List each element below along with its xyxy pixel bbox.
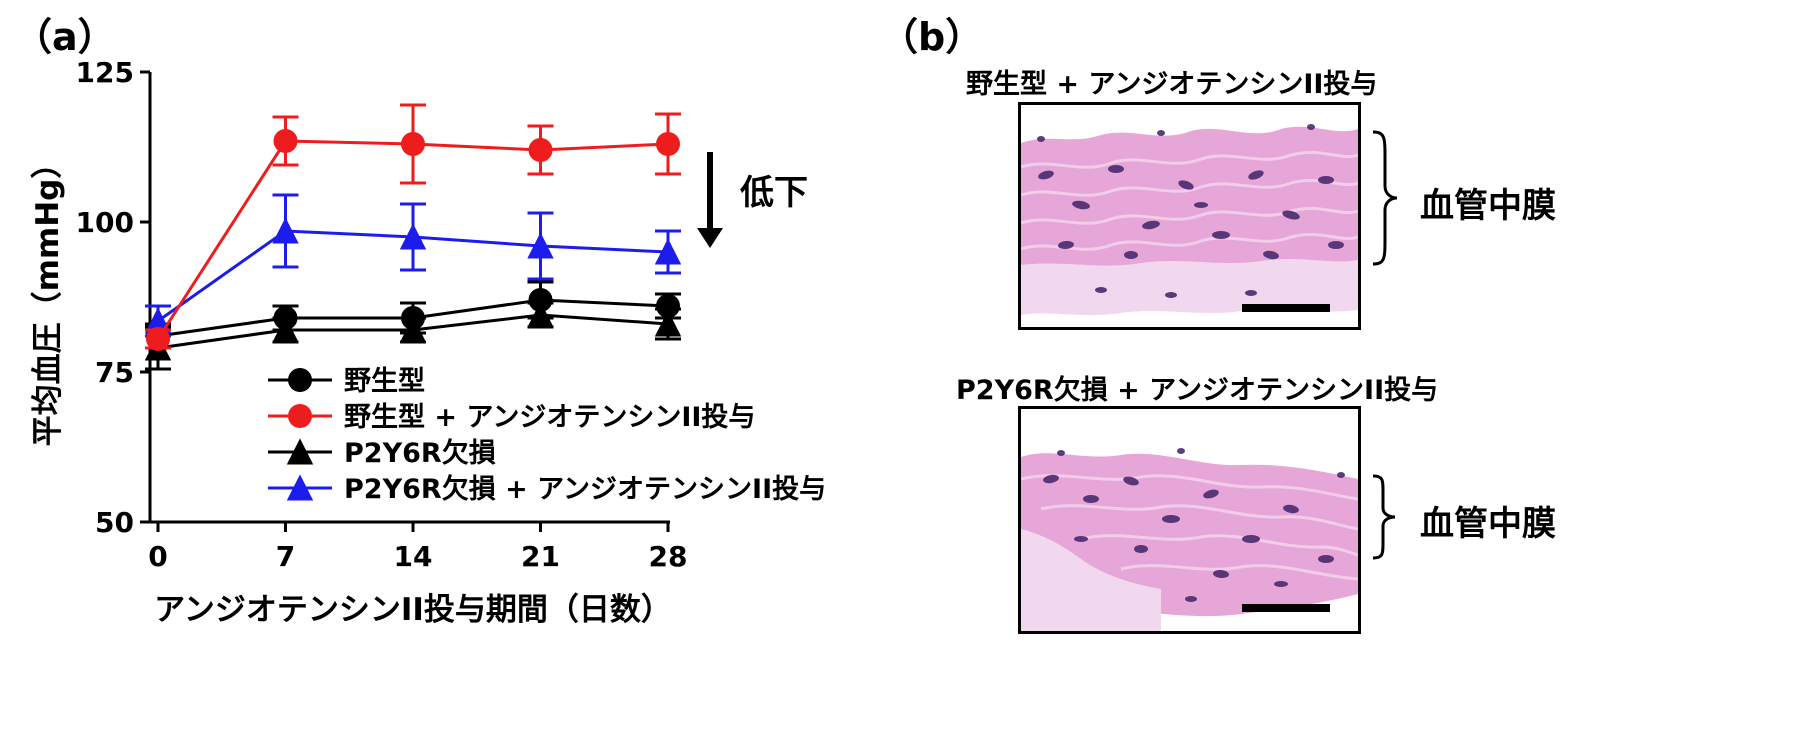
histology-title-p2y6r: P2Y6R欠損 + アンジオテンシンII投与 bbox=[956, 375, 1439, 406]
legend-entry-3: P2Y6R欠損 + アンジオテンシンII投与 bbox=[268, 473, 826, 505]
histology-image-wildtype bbox=[1018, 102, 1361, 330]
legend-label: 野生型 + アンジオテンシンII投与 bbox=[344, 402, 755, 433]
x-tick-label: 7 bbox=[276, 540, 295, 573]
y-tick-label: 50 bbox=[95, 506, 134, 539]
blood-pressure-line-chart: 50 75 100 125 0 7 14 21 28 アンジオテンシンII投与期間（日数） 平均血圧… bbox=[30, 56, 826, 628]
x-axis-label: アンジオテンシンII投与期間（日数） bbox=[154, 592, 672, 628]
x-tick-label: 28 bbox=[649, 540, 688, 573]
data-point bbox=[146, 327, 170, 351]
histology-section-wildtype bbox=[1021, 105, 1358, 327]
scale-bar-p2y6r bbox=[1242, 604, 1330, 612]
data-point bbox=[528, 138, 553, 162]
data-point bbox=[272, 316, 299, 343]
panel-a-label: （a） bbox=[14, 15, 116, 59]
legend-label: 野生型 bbox=[344, 366, 425, 397]
data-point bbox=[527, 232, 554, 259]
series-1 bbox=[145, 103, 681, 351]
data-point bbox=[528, 288, 553, 312]
data-point bbox=[401, 132, 425, 156]
y-tick-label: 75 bbox=[95, 356, 134, 389]
data-point bbox=[654, 238, 682, 265]
legend-marker bbox=[288, 368, 312, 392]
legend-marker bbox=[286, 438, 314, 465]
panel-b-label: （b） bbox=[880, 15, 984, 59]
decrease-label: 低下 bbox=[740, 173, 808, 213]
data-point bbox=[399, 316, 427, 343]
legend-marker bbox=[286, 474, 314, 501]
layer-label-p2y6r: 血管中膜 bbox=[1420, 504, 1556, 544]
data-point bbox=[654, 310, 682, 337]
y-tick-label: 125 bbox=[76, 56, 134, 89]
legend-entry-2: P2Y6R欠損 bbox=[268, 437, 496, 469]
data-point bbox=[527, 301, 554, 328]
x-tick-label: 14 bbox=[394, 540, 433, 573]
histology-section-p2y6r bbox=[1021, 409, 1358, 631]
data-point bbox=[656, 132, 680, 156]
chart-axes: 50 75 100 125 0 7 14 21 28 アンジオテンシンII投与期間（日数） 平均血圧… bbox=[30, 56, 687, 628]
y-axis-label: 平均血圧（mmHg） bbox=[30, 148, 66, 447]
legend-marker bbox=[288, 404, 312, 428]
brace-p2y6r bbox=[1372, 474, 1396, 560]
histology-title-wildtype: 野生型 + アンジオテンシンII投与 bbox=[966, 69, 1378, 100]
data-point bbox=[273, 129, 298, 153]
data-point bbox=[272, 217, 299, 244]
x-tick-label: 21 bbox=[521, 540, 560, 573]
brace-wildtype bbox=[1372, 130, 1398, 266]
decrease-arrow-head bbox=[697, 228, 723, 248]
x-tick-label: 0 bbox=[148, 540, 167, 573]
legend-entry-1: 野生型 + アンジオテンシンII投与 bbox=[268, 402, 755, 433]
data-point bbox=[399, 223, 427, 250]
histology-image-p2y6r bbox=[1018, 406, 1361, 634]
legend-label: P2Y6R欠損 + アンジオテンシンII投与 bbox=[344, 473, 826, 505]
layer-label-wildtype: 血管中膜 bbox=[1420, 186, 1556, 226]
scale-bar-wildtype bbox=[1242, 304, 1330, 312]
legend-entry-0: 野生型 bbox=[268, 366, 425, 397]
data-point bbox=[656, 294, 680, 318]
y-tick-label: 100 bbox=[76, 206, 134, 239]
chart-annotation: 低下 bbox=[697, 152, 808, 248]
chart-series bbox=[144, 103, 682, 371]
legend-label: P2Y6R欠損 bbox=[344, 437, 496, 469]
series-3 bbox=[144, 193, 682, 338]
